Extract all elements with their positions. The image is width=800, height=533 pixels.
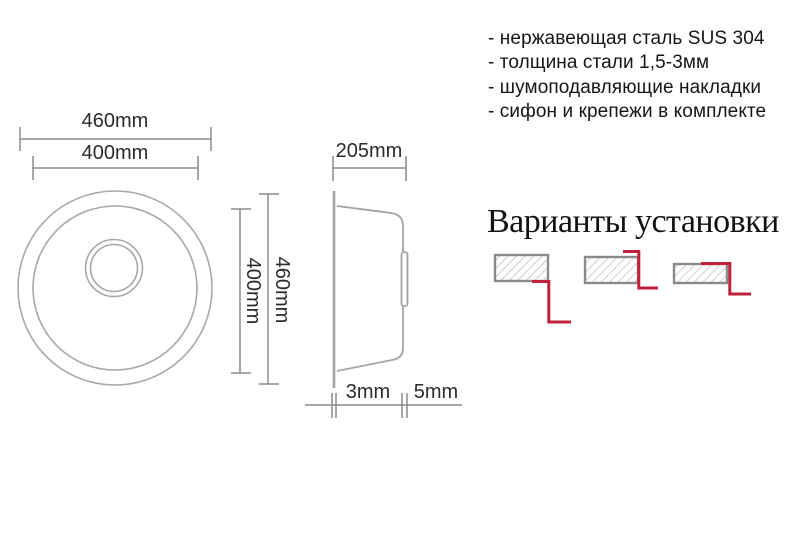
sink-rim-profile-line [701, 262, 751, 296]
dimension-label-depth: 205mm [335, 140, 403, 162]
install-variant-3-flushmount [672, 262, 751, 296]
countertop-section-icon [583, 255, 640, 285]
dimension-label-rim-offset: 5mm [413, 381, 459, 403]
dimension-label-rim-thickness: 3mm [345, 381, 391, 403]
sink-bowl-circle [32, 205, 198, 371]
sink-bowl-profile [336, 205, 404, 372]
sink-rim-profile-line [623, 250, 658, 290]
dimension-label-inner-height: 400mm [242, 257, 264, 325]
dim-line-400-vertical [231, 208, 251, 374]
countertop-section-icon [672, 262, 729, 285]
drain-outer-circle [84, 238, 144, 298]
sink-top-view-drawing [17, 190, 213, 386]
vertical-dimension-lines [231, 193, 279, 385]
dimension-label-inner-diameter: 400mm [81, 142, 149, 164]
dim-line-460-vertical [259, 193, 279, 385]
drain-inner-circle [89, 243, 139, 293]
installation-options-title: Варианты установки [487, 203, 779, 240]
product-spec-list: - нержавеющая сталь SUS 304 - толщина ст… [488, 27, 798, 125]
dim-line-205-top [332, 156, 407, 181]
drain-boss-detail [400, 251, 409, 307]
spec-item-included-parts: - сифон и крепежи в комплекте [488, 101, 767, 123]
spec-item-steel-thickness: - толщина стали 1,5-3мм [488, 52, 710, 74]
sink-rim-profile-line [532, 280, 571, 324]
countertop-section-icon [493, 253, 550, 283]
dimension-label-outer-height: 460mm [271, 256, 293, 324]
install-variant-1-undermount [493, 253, 571, 324]
dimension-label-outer-diameter: 460mm [81, 110, 149, 132]
dim-line-400-top [32, 156, 199, 180]
installation-variants-diagram [493, 250, 751, 324]
spec-item-material: - нержавеющая сталь SUS 304 [488, 28, 765, 49]
sink-side-view-drawing [332, 191, 409, 388]
install-variant-2-overmount [583, 250, 658, 290]
top-view-dimension-lines [19, 127, 212, 180]
dim-line-3mm-5mm-bottom [305, 393, 462, 418]
spec-item-noise-pads: - шумоподавляющие накладки [488, 76, 762, 98]
side-view-dimension-lines [305, 156, 462, 418]
sink-outer-rim-circle [17, 190, 213, 386]
dim-line-460-top [19, 127, 212, 151]
